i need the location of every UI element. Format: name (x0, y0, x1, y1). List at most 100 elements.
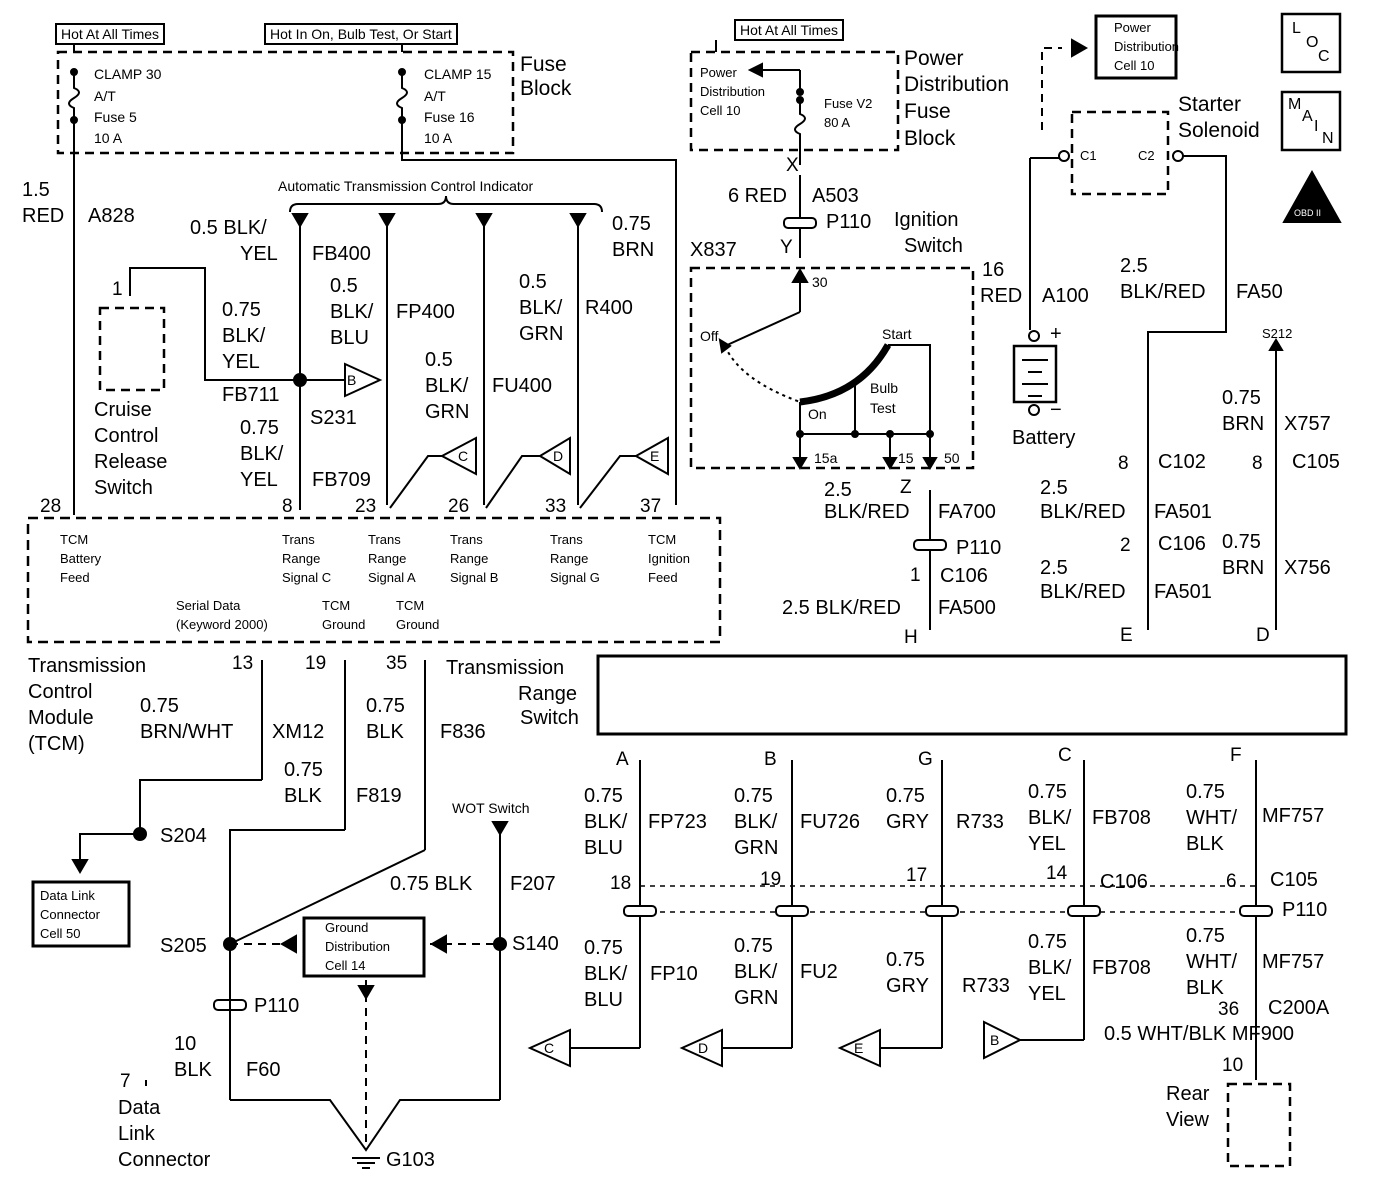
conn-x: X (786, 155, 799, 176)
obd-badge-label: OBD II (1294, 208, 1322, 218)
r400-circuit: R400 (585, 297, 633, 319)
dlc-box-2: Connector (40, 907, 100, 922)
cruise-3: Release (94, 451, 168, 473)
pin-35: 35 (386, 653, 408, 674)
pdfb-fuse-rating: 80 A (824, 115, 851, 130)
tcm-title-2: Control (28, 681, 93, 703)
tcm-rb-1: Trans (450, 532, 483, 547)
conn-y: Y (780, 237, 793, 258)
fa501a-gauge: 2.5 (1040, 477, 1068, 499)
fu400-circuit: FU400 (492, 375, 553, 397)
pin-8: 8 (282, 496, 293, 517)
rear-view-outline (1226, 1082, 1292, 1168)
tcm-gnd1-1: TCM (322, 598, 351, 613)
r400-color1: BLK/ (519, 297, 563, 319)
fb400-color: YEL (240, 243, 278, 265)
cruise-1: Cruise (94, 399, 152, 421)
pdfb-title-2: Distribution (904, 73, 1010, 96)
c106-trs-label: C106 (1100, 871, 1148, 893)
fb400-gauge: 0.5 BLK/ (190, 217, 267, 239)
pdc-box-2: Distribution (1114, 39, 1180, 54)
ign-bulb: Bulb (870, 380, 899, 396)
r733a-gauge: 0.75 (886, 785, 925, 807)
dlc-1: Data (118, 1097, 161, 1119)
fa700-color: BLK/RED (824, 501, 910, 523)
pin-s15a: 15a (814, 450, 838, 466)
trs-title-3: Switch (520, 707, 579, 729)
fa700-gauge: 2.5 (824, 479, 852, 501)
ignition-title-1: Ignition (894, 209, 959, 231)
fb708b-color2: YEL (1028, 983, 1066, 1005)
fu726-gauge: 0.75 (734, 785, 773, 807)
fb708a-circuit: FB708 (1092, 807, 1151, 829)
f836-color: BLK (366, 721, 404, 743)
xm12-gauge: 0.75 (140, 695, 179, 717)
rear-view-1: Rear (1166, 1083, 1210, 1105)
flag-c-bottom: C (544, 1040, 555, 1056)
pin-19: 19 (305, 653, 327, 674)
cruise-2: Control (94, 425, 159, 447)
x757-color: BRN (1222, 413, 1265, 435)
battery-symbol (1012, 344, 1058, 404)
fu2-color1: BLK/ (734, 961, 778, 983)
pin-s30: 30 (812, 274, 828, 290)
ignition-title-2: Switch (904, 235, 963, 257)
hot-at-all-times-label: Hot At All Times (55, 23, 166, 45)
ground-dist-2: Distribution (325, 939, 391, 954)
p110-ign-label: P110 (826, 211, 872, 233)
c102-label: C102 (1158, 451, 1206, 473)
fb709-color1: BLK/ (240, 443, 284, 465)
pdc-cell10-box (1094, 14, 1178, 80)
r733a-circuit: R733 (956, 811, 1004, 833)
fa50-gauge: 2.5 (1120, 255, 1148, 277)
pin-c106-1: 1 (910, 565, 921, 586)
s212-label: S212 (1262, 326, 1293, 341)
f60-gauge: 10 (174, 1033, 197, 1055)
tcm-ra-1: Trans (368, 532, 401, 547)
tcm-gnd2-1: TCM (396, 598, 425, 613)
xm12-circuit: XM12 (272, 721, 325, 743)
brn-color: BRN (612, 239, 655, 261)
ign-off: Off (700, 328, 719, 344)
a100-gauge: 16 (982, 259, 1005, 281)
a100-circuit: A100 (1042, 285, 1089, 307)
ground-distribution-box (302, 916, 426, 978)
mf757b-circuit: MF757 (1262, 951, 1325, 973)
fu726-circuit: FU726 (800, 811, 861, 833)
loc-badge-c: C (1318, 48, 1330, 65)
ign-on: On (808, 406, 827, 422)
fuse5-at: A/T (94, 88, 116, 104)
trs-pin-c: C (1058, 745, 1072, 766)
fa500-label: 2.5 BLK/RED (782, 597, 901, 619)
tcm-title-1: Transmission (28, 655, 147, 677)
fp10-color1: BLK/ (584, 963, 628, 985)
fb711-color2: YEL (222, 351, 260, 373)
loc-badge-l: L (1292, 20, 1301, 37)
mf757a-circuit: MF757 (1262, 805, 1325, 827)
flag-d-bottom: D (698, 1040, 709, 1056)
dlc-3: Connector (118, 1149, 211, 1171)
tcm-rg-3: Signal G (550, 570, 600, 585)
flag-d-top: D (553, 448, 564, 464)
fb708b-color1: BLK/ (1028, 957, 1072, 979)
pdfb-cell-3: Cell 10 (700, 103, 741, 118)
x756-circuit: X756 (1284, 557, 1331, 579)
fp10-gauge: 0.75 (584, 937, 623, 959)
f207-gauge: 0.75 BLK (390, 873, 473, 895)
hot-at-all-times-pdfb-label: Hot At All Times (734, 19, 845, 41)
battery-label: Battery (1012, 427, 1076, 449)
tcm-rb-2: Range (450, 551, 489, 566)
pdfb-cell-1: Power (700, 65, 737, 80)
tcm-rg-2: Range (550, 551, 589, 566)
main-badge-n: N (1322, 130, 1334, 147)
fb708a-color1: BLK/ (1028, 807, 1072, 829)
fuse-block-outline (56, 50, 515, 155)
fuse5-clamp: CLAMP 30 (94, 66, 162, 82)
s204-label: S204 (160, 825, 207, 847)
fp400-color1: BLK/ (330, 301, 374, 323)
r400-gauge: 0.5 (519, 271, 547, 293)
ign-start: Start (882, 326, 912, 342)
tcm-serial-1: Serial Data (176, 598, 241, 613)
c105-label: C105 (1292, 451, 1340, 473)
